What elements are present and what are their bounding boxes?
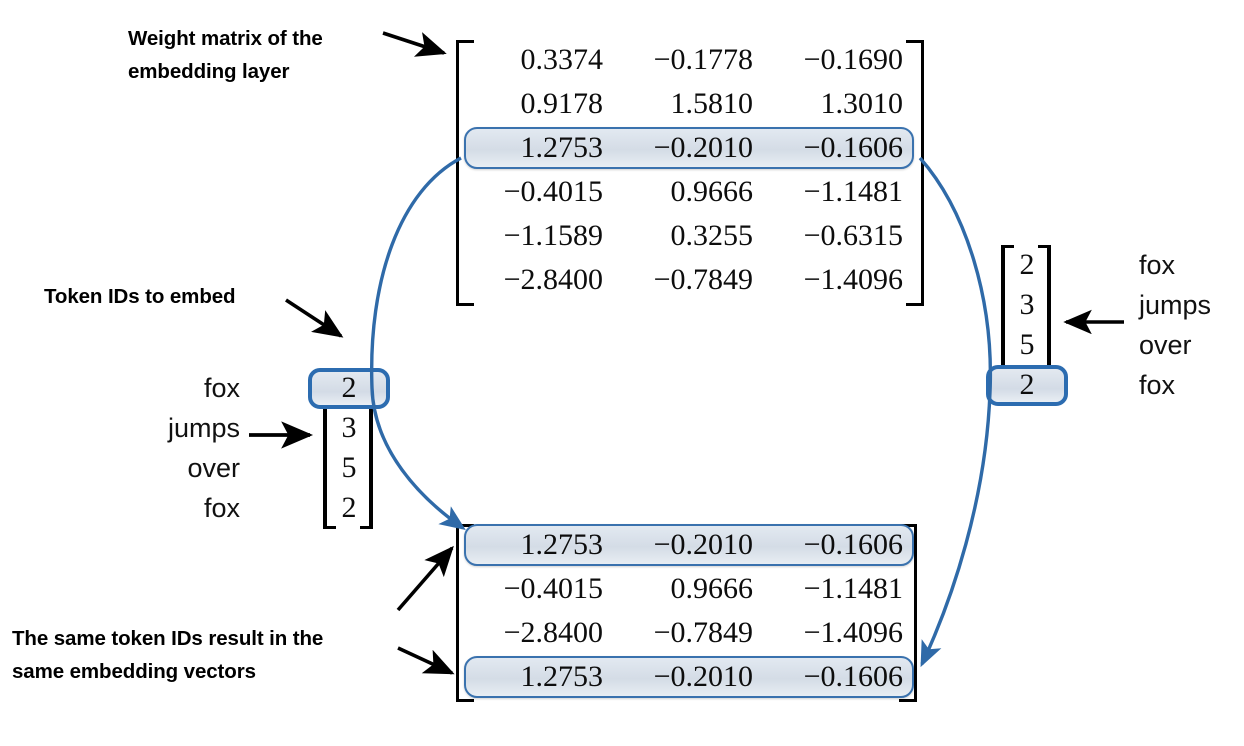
matrix-cell: −0.1778 (653, 43, 753, 76)
matrix-row: −2.8400 −0.7849 −1.4096 (458, 611, 908, 655)
token-id-value: 5 (341, 451, 357, 484)
matrix-cell: −1.4096 (803, 616, 903, 649)
token-id-value: 2 (1019, 368, 1035, 401)
weight-matrix: 0.3374 −0.1778 −0.1690 0.9178 1.5810 1.3… (458, 38, 914, 302)
matrix-row: −2.8400 −0.7849 −1.4096 (458, 258, 908, 302)
matrix-row: −0.4015 0.9666 −1.1481 (458, 170, 908, 214)
token-id: 2 (1005, 245, 1049, 285)
matrix-row: 0.3374 −0.1778 −0.1690 (458, 38, 908, 82)
matrix-row: −0.4015 0.9666 −1.1481 (458, 567, 908, 611)
word-list-left: fox jumps over fox (110, 368, 240, 528)
token-id-highlighted: 2 (308, 368, 390, 409)
token-id: 5 (327, 448, 371, 488)
matrix-cell: −1.4096 (803, 263, 903, 296)
matrix-cell: −0.2010 (653, 660, 753, 693)
word-item: jumps (167, 413, 240, 443)
word-item: fox (203, 493, 240, 523)
arrow-token-ids (285, 298, 344, 338)
word-item: over (1139, 330, 1192, 360)
token-id: 2 (327, 488, 371, 528)
curve-left-lookup (369, 156, 466, 530)
token-id-value: 5 (1019, 328, 1035, 361)
same-embedding-annotation: The same token IDs result in the same em… (12, 627, 324, 683)
matrix-cell: −1.1481 (803, 572, 903, 605)
word-item: fox (1139, 250, 1176, 280)
arrow-same-embedding-row1 (396, 545, 454, 612)
matrix-row: 0.9178 1.5810 1.3010 (458, 82, 908, 126)
matrix-cell: −1.1481 (803, 175, 903, 208)
matrix-cell: 0.9666 (670, 175, 754, 208)
token-ids-annotation: Token IDs to embed (44, 285, 236, 308)
curve-right-lookup (918, 156, 993, 668)
weight-matrix-annotation: Weight matrix of the embedding layer (128, 27, 323, 83)
matrix-cell: −0.4015 (503, 175, 603, 208)
matrix-cell: 1.2753 (520, 528, 604, 561)
output-matrix: 1.2753 −0.2010 −0.1606 −0.4015 0.9666 −1… (458, 523, 914, 699)
token-id: 3 (327, 408, 371, 448)
matrix-cell: −2.8400 (503, 616, 603, 649)
token-id: 3 (1005, 285, 1049, 325)
token-id-value: 3 (1019, 288, 1035, 321)
token-vector-right: 2 3 5 2 (986, 245, 1068, 406)
token-vector-left: 2 3 5 2 (308, 368, 390, 528)
matrix-cell: −0.7849 (653, 263, 753, 296)
weight-matrix-bracket-right (906, 40, 924, 306)
matrix-cell: −0.6315 (803, 219, 903, 252)
word-item: fox (203, 373, 240, 403)
matrix-cell: 0.9666 (670, 572, 754, 605)
matrix-cell: −0.7849 (653, 616, 753, 649)
token-id-value: 3 (341, 411, 357, 444)
token-id-value: 2 (341, 371, 357, 404)
token-id-highlighted: 2 (986, 365, 1068, 406)
matrix-cell: 1.2753 (520, 131, 604, 164)
word-list-right: fox jumps over fox (1139, 245, 1244, 405)
matrix-cell: −0.2010 (653, 131, 753, 164)
matrix-cell: −1.1589 (503, 219, 603, 252)
token-id-value: 2 (341, 491, 357, 524)
token-id: 5 (1005, 325, 1049, 365)
matrix-row-highlighted: 1.2753 −0.2010 −0.1606 (458, 126, 914, 170)
matrix-cell: −0.1606 (803, 131, 903, 164)
matrix-row-highlighted: 1.2753 −0.2010 −0.1606 (458, 655, 914, 699)
matrix-cell: −2.8400 (503, 263, 603, 296)
matrix-cell: 0.9178 (520, 87, 604, 120)
matrix-cell: −0.1690 (803, 43, 903, 76)
matrix-row-highlighted: 1.2753 −0.2010 −0.1606 (458, 523, 914, 567)
matrix-cell: −0.1606 (803, 528, 903, 561)
word-item: jumps (1139, 290, 1212, 320)
matrix-cell: 1.2753 (520, 660, 604, 693)
matrix-cell: 0.3374 (520, 43, 604, 76)
word-item: over (187, 453, 240, 483)
matrix-cell: 1.3010 (820, 87, 904, 120)
matrix-cell: 1.5810 (670, 87, 754, 120)
matrix-cell: −0.1606 (803, 660, 903, 693)
word-item: fox (1139, 370, 1176, 400)
matrix-row: −1.1589 0.3255 −0.6315 (458, 214, 908, 258)
token-id-value: 2 (1019, 248, 1035, 281)
matrix-cell: −0.2010 (653, 528, 753, 561)
matrix-cell: 0.3255 (670, 219, 754, 252)
matrix-cell: −0.4015 (503, 572, 603, 605)
